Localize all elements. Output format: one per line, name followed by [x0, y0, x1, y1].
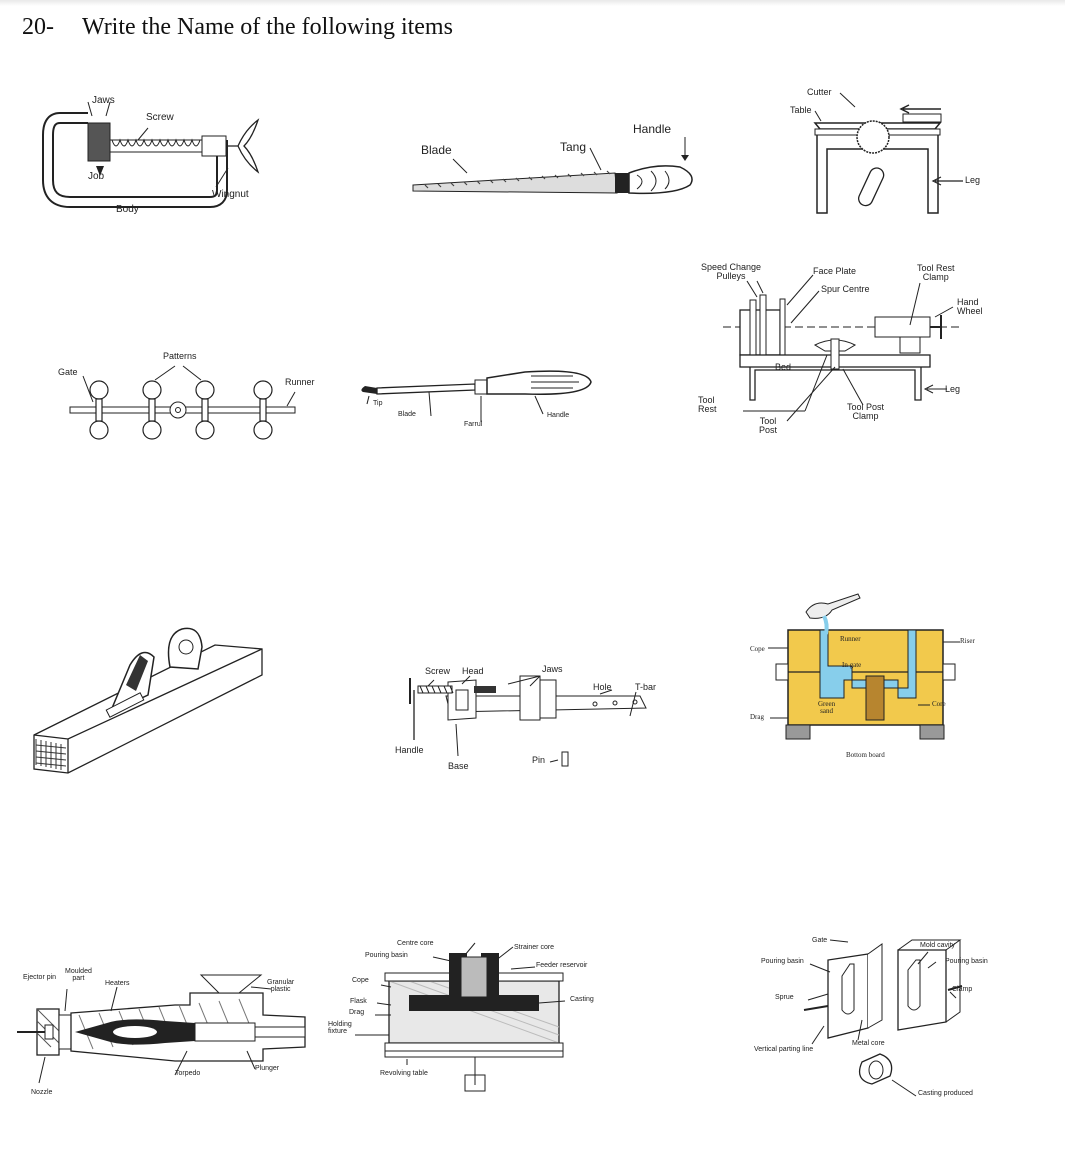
- label-drag: Drag: [750, 713, 764, 721]
- label-bottom-board: Bottom board: [846, 751, 885, 759]
- figure-bar-clamp: Screw Head Jaws Hole T-bar Handle Base P…: [390, 660, 665, 780]
- label-hole: Hole: [593, 682, 612, 692]
- plane-drawing: [33, 627, 263, 774]
- label-pouring-basin-right: Pouring basin: [945, 958, 988, 965]
- label-screw: Screw: [425, 666, 451, 676]
- label-tool-rest: Tool Rest: [698, 395, 717, 415]
- figure-screwdriver: Tip Blade Farrul Handle: [355, 360, 605, 440]
- label-leg: Leg: [945, 384, 961, 394]
- label-strainer-core: Strainer core: [514, 944, 555, 951]
- label-clamp: Clamp: [952, 986, 973, 993]
- label-spur-centre: Spur Centre: [821, 284, 870, 294]
- label-tool-post: Tool Post: [759, 416, 778, 436]
- permanent-mould-drawing: [803, 939, 963, 1097]
- bar-clamp-drawing: [409, 675, 647, 767]
- label-hand-wheel: Hand Wheel: [957, 297, 983, 317]
- label-core: Core: [932, 700, 946, 708]
- label-in-gate: In gate: [842, 661, 862, 669]
- label-vertical-parting-line: Vertical parting line: [754, 1046, 814, 1053]
- label-drag: Drag: [349, 1009, 365, 1016]
- label-wingnut: Wingnut: [212, 189, 249, 200]
- label-pouring-basin-left: Pouring basin: [761, 958, 804, 965]
- label-torpedo: Torpedo: [175, 1070, 201, 1077]
- saw-table-drawing: [813, 92, 963, 214]
- file-drawing: [412, 137, 693, 195]
- label-screw: Screw: [146, 112, 174, 123]
- label-cope: Cope: [750, 645, 765, 653]
- c-clamp-drawing: [42, 101, 260, 208]
- label-sprue: Sprue: [775, 994, 794, 1001]
- label-runner: Runner: [840, 635, 861, 643]
- centrifugal-casting-drawing: [355, 942, 566, 1092]
- label-moulded-part: Moulded part: [65, 968, 92, 983]
- sand-mould-drawing: [768, 593, 960, 740]
- label-tang: Tang: [560, 140, 587, 154]
- figure-c-clamp: Jaws Screw Job Body Wingnut: [40, 90, 280, 230]
- question-heading: 20- Write the Name of the following items: [22, 14, 453, 41]
- label-t-bar: T-bar: [635, 682, 657, 692]
- label-cope: Cope: [352, 977, 369, 984]
- label-runner: Runner: [285, 377, 315, 387]
- label-centre-core: Centre core: [397, 940, 434, 947]
- injection-moulding-drawing: [17, 974, 306, 1084]
- label-holding-fixture: Holding fixture: [328, 1021, 352, 1036]
- figure-plane: [30, 615, 270, 780]
- figure-saw-table: Cutter Table Leg: [785, 85, 985, 220]
- label-metal-core: Metal core: [852, 1040, 885, 1047]
- label-bed: Bed: [775, 362, 792, 372]
- label-heaters: Heaters: [105, 980, 130, 987]
- label-leg: Leg: [965, 175, 981, 185]
- label-revolving-table: Revolving table: [380, 1070, 428, 1077]
- label-speed-change-pulleys: Speed Change Pulleys: [701, 262, 762, 282]
- figure-lathe: Speed Change Pulleys Face Plate Spur Cen…: [695, 255, 995, 450]
- figure-sand-mould: Cope Drag Runner In gate Riser Green san…: [748, 590, 988, 770]
- label-casting: Casting: [570, 996, 594, 1003]
- label-jaws: Jaws: [542, 664, 563, 674]
- figure-permanent-mould: Gate Mold cavity Pouring basin Pouring b…: [750, 930, 995, 1105]
- label-casting-produced: Casting produced: [918, 1090, 973, 1097]
- label-cutter: Cutter: [807, 87, 832, 97]
- label-gate: Gate: [58, 367, 78, 377]
- label-blade: Blade: [398, 411, 416, 418]
- label-table: Table: [790, 105, 812, 115]
- figure-centrifugal-casting: Centre core Pouring basin Strainer core …: [325, 935, 610, 1095]
- label-face-plate: Face Plate: [813, 266, 857, 276]
- figure-file: Blade Tang Handle: [405, 115, 705, 205]
- label-ejector-pin: Ejector pin: [23, 974, 57, 981]
- label-body: Body: [116, 204, 139, 215]
- label-plunger: Plunger: [255, 1065, 280, 1072]
- label-handle: Handle: [395, 745, 424, 755]
- label-granular-plastic: Granular plastic: [267, 979, 295, 994]
- label-tool-post-clamp: Tool Post Clamp: [847, 402, 885, 422]
- label-nozzle: Nozzle: [31, 1089, 53, 1096]
- label-base: Base: [448, 761, 469, 771]
- label-handle: Handle: [633, 122, 672, 136]
- label-green-sand: Green sand: [818, 700, 836, 716]
- label-mold-cavity: Mold cavity: [920, 942, 956, 949]
- label-gate: Gate: [812, 937, 828, 944]
- lathe-drawing: [723, 274, 960, 422]
- top-shadow: [0, 0, 1065, 6]
- label-pin: Pin: [532, 755, 546, 765]
- label-patterns: Patterns: [163, 351, 197, 361]
- label-riser: Riser: [960, 637, 975, 645]
- label-farrul: Farrul: [464, 421, 483, 428]
- gated-pattern-drawing: [69, 365, 296, 440]
- figure-gated-pattern: Gate Patterns Runner: [55, 350, 330, 450]
- screwdriver-drawing: [361, 370, 592, 422]
- label-tip: Tip: [373, 400, 383, 407]
- label-blade: Blade: [421, 143, 452, 157]
- question-number: 20-: [22, 14, 54, 40]
- label-tool-rest-clamp: Tool Rest Clamp: [917, 263, 955, 283]
- figure-injection-moulding: Ejector pin Moulded part Heaters Granula…: [15, 965, 315, 1100]
- label-head: Head: [462, 666, 484, 676]
- question-text: Write the Name of the following items: [82, 14, 453, 40]
- label-job: Job: [88, 171, 105, 182]
- label-pouring-basin: Pouring basin: [365, 952, 408, 959]
- label-jaws: Jaws: [92, 95, 115, 106]
- label-flask: Flask: [350, 998, 367, 1005]
- label-handle: Handle: [547, 412, 570, 419]
- label-feeder-reservoir: Feeder reservoir: [536, 962, 588, 969]
